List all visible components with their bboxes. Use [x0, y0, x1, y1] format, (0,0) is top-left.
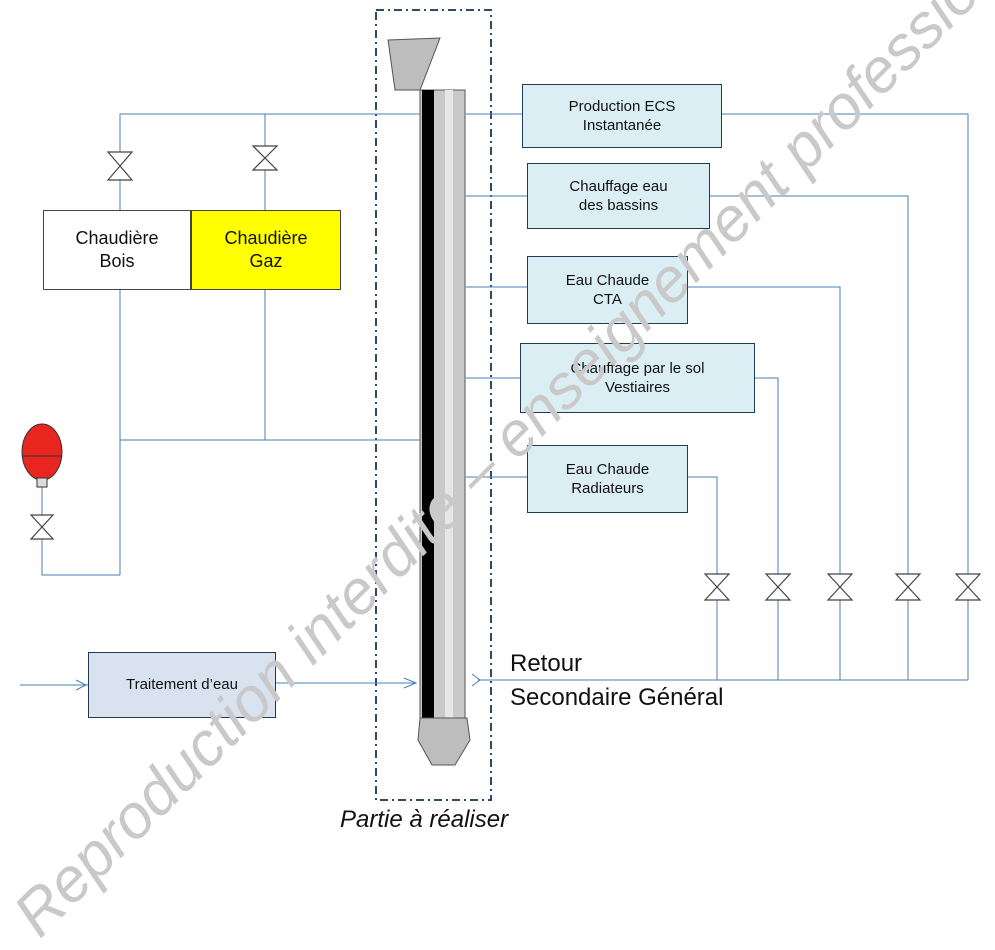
consumer-plancher: Chauffage par le sol Vestiaires [520, 343, 755, 413]
valve-icon [29, 514, 55, 540]
boiler-gas-box: Chaudière Gaz [191, 210, 341, 290]
valve-icon [954, 573, 982, 601]
expansion-vessel-icon [21, 423, 63, 488]
water-treatment-box: Traitement d’eau [88, 652, 276, 718]
valve-icon [764, 573, 792, 601]
return-label-line1: Retour [510, 650, 583, 677]
consumer-label: Chauffage par le sol Vestiaires [570, 359, 705, 397]
consumer-radiateurs: Eau Chaude Radiateurs [527, 445, 688, 513]
consumer-label: Eau Chaude CTA [565, 271, 650, 309]
valve-icon [894, 573, 922, 601]
consumer-label: Production ECS Instantanée [568, 97, 676, 135]
return-label-line2: Secondaire Général [510, 684, 724, 711]
hydraulic-diagram [20, 9, 982, 801]
boiler-wood-box: Chaudière Bois [43, 210, 191, 290]
valve-icon [826, 573, 854, 601]
valve-icon [251, 145, 279, 171]
caption: Partie à réaliser [340, 806, 509, 833]
boiler-wood-label: Chaudière Bois [75, 227, 159, 271]
consumer-cta: Eau Chaude CTA [527, 256, 688, 324]
consumer-label: Chauffage eau des bassins [569, 177, 668, 215]
consumer-ecs: Production ECS Instantanée [522, 84, 722, 148]
valve-icon [703, 573, 731, 601]
consumer-label: Eau Chaude Radiateurs [565, 460, 650, 498]
water-treatment-label: Traitement d’eau [125, 676, 238, 694]
valve-icon [106, 151, 134, 181]
work-area-frame [375, 9, 492, 801]
boiler-gas-label: Chaudière Gaz [224, 227, 308, 271]
consumer-pipes [20, 113, 969, 691]
boiler-pipes [41, 113, 420, 576]
consumer-bassins: Chauffage eau des bassins [527, 163, 710, 229]
hydraulic-separator [387, 37, 471, 766]
